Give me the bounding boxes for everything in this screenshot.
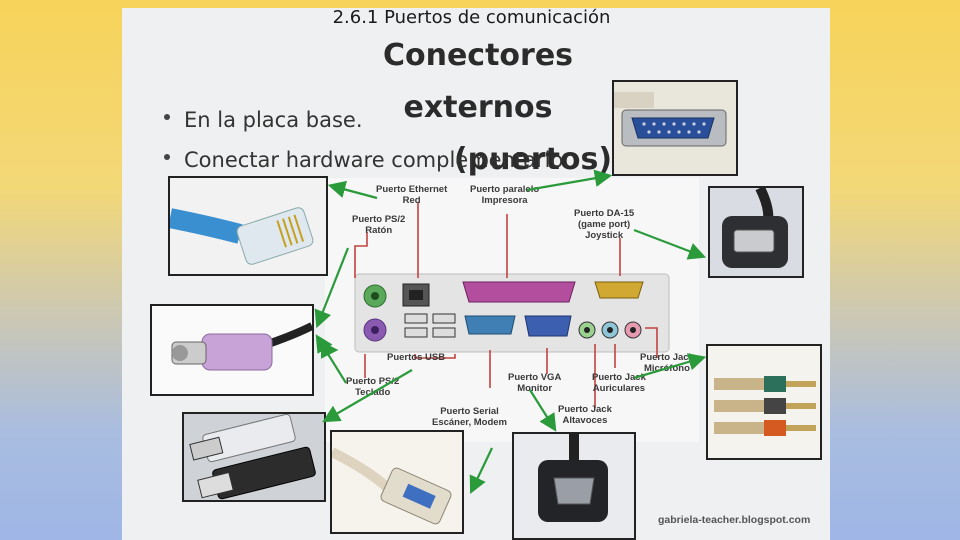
label-line: Micrófono: [643, 363, 690, 374]
photo-parallel-cable: [612, 80, 738, 176]
label-usb: Puertos USB: [387, 352, 445, 363]
bullet-text: En la placa base.: [184, 108, 363, 132]
usb-port: [432, 327, 456, 338]
label-line: Puerto VGA: [508, 372, 562, 383]
usb-port: [404, 327, 428, 338]
heading-line-1: Conectores externos: [382, 38, 574, 125]
bullet-text: Conectar hardware complementario.: [184, 148, 570, 172]
bullet-dot: [164, 154, 170, 160]
label-line: Puerto PS/2: [346, 376, 400, 387]
label-line: Puerto paralelo: [470, 184, 540, 195]
bullet-dot: [164, 114, 170, 120]
red-pointer-lines: [354, 202, 658, 408]
panel-heading: Conectores externos (puertos): [308, 30, 648, 186]
label-speakers: Puerto Jack Altavoces: [558, 404, 612, 426]
vga-port: [524, 315, 572, 337]
photo-vga-cable: [512, 432, 636, 540]
heading-line-2: (puertos): [453, 142, 613, 177]
label-line: Puerto DA-15: [574, 208, 635, 219]
label-line: Ratón: [365, 225, 393, 236]
label-line: Puerto Jack: [640, 352, 694, 363]
slide-title: 2.6.1 Puertos de comunicación: [332, 7, 611, 28]
label-ethernet: Puerto Ethernet Red: [376, 184, 447, 206]
parallel-port: [462, 281, 576, 303]
label-line: Escáner, Modem: [432, 417, 507, 428]
label-line: Teclado: [355, 387, 391, 398]
label-mic: Puerto Jack Micrófono: [640, 352, 694, 374]
usb-port: [404, 313, 428, 324]
photo-gameport-cable: [708, 186, 804, 278]
bullet-item: Conectar hardware complementario.: [164, 148, 570, 172]
label-headphones: Puerto Jack Auriculares: [592, 372, 646, 394]
label-line: Altavoces: [562, 415, 608, 426]
label-ps2-keyboard: Puerto PS/2 Teclado: [346, 376, 399, 398]
io-panel-illustration: [354, 202, 670, 408]
label-line: Puerto Jack: [558, 404, 612, 415]
label-line: Red: [402, 195, 421, 206]
credit-text: gabriela-teacher.blogspot.com: [658, 514, 811, 526]
photo-ethernet-cable: [168, 176, 328, 276]
photo-audio-jacks: [706, 344, 822, 460]
label-parallel: Puerto paralelo Impresora: [470, 184, 539, 206]
label-line: Puertos USB: [387, 352, 446, 363]
label-line: Auriculares: [592, 383, 646, 394]
label-line: Puerto PS/2: [352, 214, 406, 225]
label-vga: Puerto VGA Monitor: [508, 372, 561, 394]
label-line: Puerto Jack: [592, 372, 646, 383]
photo-serial-cable: [330, 430, 464, 534]
label-line: Puerto Ethernet: [376, 184, 448, 195]
da15-port: [594, 281, 644, 299]
label-da15: Puerto DA-15 (game port) Joystick: [574, 208, 634, 241]
photo-usb-cable: [182, 412, 326, 502]
label-serial: Puerto Serial Escáner, Modem: [432, 406, 507, 428]
label-line: Impresora: [481, 195, 528, 206]
photo-ps2-cable: [150, 304, 314, 396]
usb-port: [432, 313, 456, 324]
label-line: (game port): [577, 219, 631, 230]
bullet-item: En la placa base.: [164, 108, 363, 132]
label-line: Puerto Serial: [440, 406, 499, 417]
serial-port: [464, 315, 516, 335]
content-panel: Conectores externos (puertos) En la plac…: [122, 8, 830, 540]
label-line: Monitor: [517, 383, 553, 394]
label-line: Joystick: [585, 230, 624, 241]
label-ps2-mouse: Puerto PS/2 Ratón: [352, 214, 405, 236]
